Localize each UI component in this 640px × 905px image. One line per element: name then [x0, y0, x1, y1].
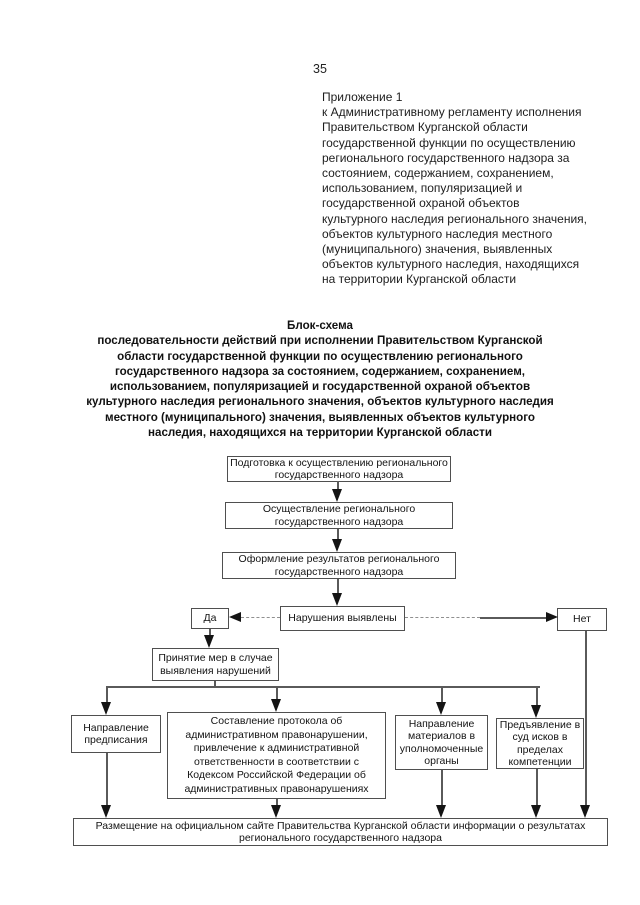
- connector-line: [214, 681, 216, 687]
- connector-line: [337, 481, 339, 490]
- document-title: Блок-схема последовательности действий п…: [86, 319, 554, 440]
- connector-line: [337, 529, 339, 540]
- arrow-down-icon: [332, 539, 342, 552]
- page-number: 35: [313, 62, 327, 76]
- node-measures: Принятие мер в случае выявления нарушени…: [152, 648, 279, 681]
- arrow-down-icon: [332, 489, 342, 502]
- node-protocol: Составление протокола об административно…: [167, 712, 386, 799]
- connector-line: [536, 686, 538, 706]
- arrow-down-icon: [204, 635, 214, 648]
- node-prescription: Направление предписания: [71, 715, 161, 753]
- node-publication: Размещение на официальном сайте Правител…: [73, 818, 608, 846]
- arrow-down-icon: [436, 702, 446, 715]
- arrow-left-icon: [229, 612, 241, 622]
- arrow-down-icon: [332, 593, 342, 606]
- connector-line: [106, 686, 108, 703]
- connector-line: [209, 629, 211, 636]
- connector-line: [107, 686, 540, 688]
- connector-line: [276, 686, 278, 700]
- arrow-down-icon: [271, 805, 281, 818]
- connector-line: [405, 617, 480, 618]
- arrow-down-icon: [101, 805, 111, 818]
- connector-line: [480, 617, 546, 619]
- node-violations-check: Нарушения выявлены: [280, 606, 405, 631]
- arrow-down-icon: [531, 705, 541, 718]
- annex-heading: Приложение 1 к Административному регламе…: [322, 90, 587, 287]
- node-court: Предъявление в суд исков в пределах комп…: [496, 718, 584, 769]
- connector-line: [241, 617, 280, 618]
- arrow-down-icon: [436, 805, 446, 818]
- node-no: Нет: [557, 608, 607, 631]
- node-implementation: Осуществление регионального государствен…: [225, 502, 453, 529]
- connector-line: [441, 686, 443, 703]
- connector-line: [441, 770, 443, 806]
- connector-line: [276, 799, 278, 806]
- connector-line: [337, 579, 339, 594]
- arrow-down-icon: [531, 805, 541, 818]
- arrow-down-icon: [271, 699, 281, 712]
- arrow-down-icon: [580, 805, 590, 818]
- arrow-down-icon: [101, 702, 111, 715]
- node-yes: Да: [191, 608, 229, 629]
- node-preparation: Подготовка к осуществлению регионального…: [227, 456, 451, 482]
- node-materials: Направление материалов в уполномоченные …: [395, 715, 488, 770]
- connector-line: [585, 631, 587, 806]
- connector-line: [536, 769, 538, 806]
- node-registration: Оформление результатов регионального гос…: [222, 552, 456, 579]
- connector-line: [106, 753, 108, 806]
- arrow-right-icon: [546, 612, 558, 622]
